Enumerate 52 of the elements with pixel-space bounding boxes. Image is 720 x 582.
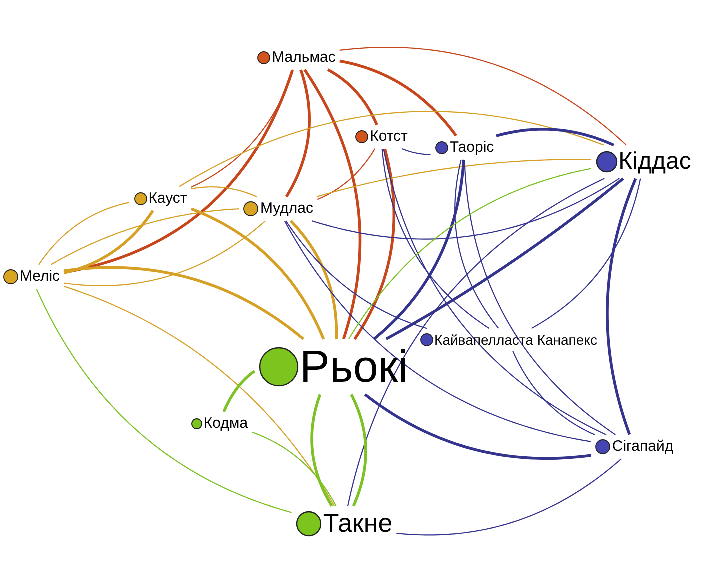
connector-line	[304, 69, 362, 340]
connector-line	[284, 221, 592, 442]
connector-line	[310, 394, 334, 508]
connector-line	[222, 370, 256, 413]
connector-line	[179, 111, 604, 188]
node-label: Кодма	[204, 416, 248, 432]
connector-line	[317, 148, 376, 200]
connector-line	[190, 208, 326, 340]
connector-line	[50, 208, 240, 266]
connector-line	[64, 220, 266, 286]
connector-line	[373, 160, 466, 340]
connector-line	[285, 70, 311, 198]
node-label: Мудлас	[260, 201, 314, 217]
node-label: Кауст	[148, 191, 188, 207]
connector-line	[36, 289, 292, 514]
connector-line	[38, 202, 130, 266]
connector-line	[340, 46, 627, 146]
connector-line	[347, 178, 605, 506]
connector-line	[348, 168, 592, 340]
connector-line	[286, 220, 428, 330]
connector-line	[512, 351, 596, 436]
connector-line	[252, 432, 337, 507]
connector-line	[354, 148, 396, 340]
connector-line	[382, 149, 490, 330]
connector-line	[64, 286, 336, 506]
connector-line	[496, 128, 615, 147]
node-label: Сігапайд	[612, 439, 674, 455]
connector-line	[383, 149, 607, 436]
connector-line	[290, 220, 338, 340]
node-label: Кіддас	[618, 149, 692, 175]
connector-line	[454, 160, 500, 329]
node-label: Меліс	[20, 269, 60, 285]
node-label: Таоріс	[450, 140, 494, 156]
connector-line	[386, 178, 624, 340]
connector-line	[402, 148, 431, 156]
connector-line	[350, 394, 368, 507]
connector-line	[64, 210, 154, 274]
connector-line	[464, 160, 616, 436]
connector-line	[364, 394, 592, 460]
connector-line	[532, 178, 642, 330]
connector-line	[312, 178, 620, 240]
connector-line	[396, 458, 622, 536]
connector-line	[340, 60, 458, 137]
node-label: Такне	[323, 510, 393, 538]
connector-line	[191, 186, 258, 198]
connector-line	[606, 178, 638, 436]
connector-line	[327, 68, 378, 126]
connector-line	[191, 70, 294, 188]
node-label: Котст	[370, 129, 408, 145]
connector-line	[316, 159, 592, 198]
node-label: Мальмас	[272, 50, 336, 66]
connector-line	[64, 266, 304, 340]
